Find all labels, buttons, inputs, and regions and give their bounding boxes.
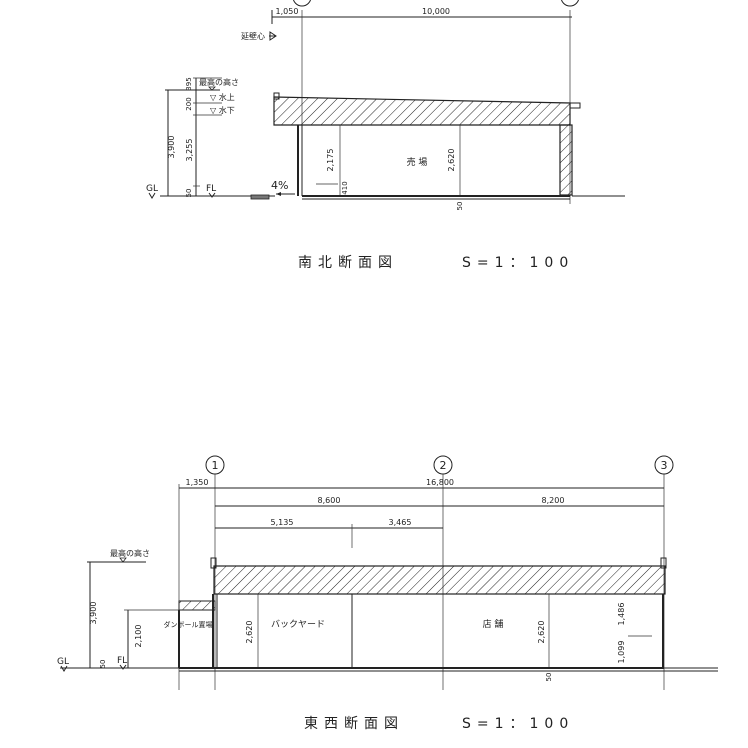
right-wall — [559, 124, 573, 196]
canopy-dumpster — [178, 600, 216, 611]
dim-395: 395 — [185, 77, 193, 90]
grid-bubble-left — [292, 0, 312, 7]
boundary-label: 延壁心 — [241, 31, 265, 41]
dim-1350: 1,350 — [186, 478, 209, 487]
gl-marker-icon-ew — [60, 665, 68, 672]
room-store: 店 舗 — [483, 618, 504, 630]
grid-bubble-right — [560, 0, 580, 7]
gl-marker-icon — [148, 192, 156, 199]
north-south-section: 1,050 10,000 延壁心 4% 410 — [146, 0, 625, 271]
dim-1099: 1,099 — [617, 641, 626, 664]
dim-8200: 8,200 — [542, 496, 565, 505]
parapet-left — [273, 92, 280, 100]
roof-slab-ew — [213, 565, 666, 595]
fl-marker-icon-ew — [119, 664, 127, 670]
max-height-marker-icon — [208, 86, 216, 91]
gl-label-ew: GL — [57, 657, 69, 667]
dim-8600: 8,600 — [318, 496, 341, 505]
parapet-right-ew — [660, 557, 667, 569]
dim-410: 410 — [341, 181, 349, 194]
dim-1050: 1,050 — [276, 7, 299, 16]
dim-bottom-50: 50 — [456, 202, 464, 211]
entrance-step — [250, 194, 270, 200]
room-dumpster: ダンボール置場 — [164, 620, 213, 629]
dim-5135: 5,135 — [271, 518, 294, 527]
max-height-label: 最高の高さ — [199, 77, 239, 87]
dim-16800: 16,800 — [426, 478, 454, 487]
dim-200: 200 — [185, 97, 193, 110]
scale-label-north-south: S=1：100 — [462, 255, 574, 271]
grid-label-3: 3 — [661, 459, 668, 472]
dim-2620: 2,620 — [447, 149, 456, 172]
east-west-section: 1 2 3 1,350 16,800 8,600 8,200 5,135 3,4… — [57, 455, 718, 732]
dim-bottom-50-ew: 50 — [545, 673, 553, 682]
parapet-left-ew — [210, 557, 217, 569]
roof-slab — [273, 96, 571, 126]
slope-label: 4% — [271, 179, 288, 192]
water-bottom-label: ▽ 水下 — [210, 105, 235, 115]
boundary-arrow-icon — [269, 31, 277, 41]
dim-2175: 2,175 — [326, 149, 335, 172]
room-backyard: バックヤード — [271, 619, 325, 630]
max-height-label-ew: 最高の高さ — [110, 548, 150, 558]
dim-2620-right: 2,620 — [537, 621, 546, 644]
max-height-marker-icon-ew — [119, 557, 127, 563]
fl-label-ew: FL — [117, 656, 127, 666]
grid-label-1: 1 — [212, 459, 219, 472]
dim-50: 50 — [185, 189, 193, 198]
slope-arrow-icon — [276, 192, 281, 196]
dim-10000: 10,000 — [422, 7, 450, 16]
dim-1486: 1,486 — [617, 603, 626, 626]
room-sales-floor: 売 場 — [407, 156, 428, 168]
section-title-north-south: 南北断面図 — [298, 255, 398, 271]
gl-label: GL — [146, 184, 158, 194]
dim-3465: 3,465 — [389, 518, 412, 527]
gutter-right — [569, 102, 581, 109]
dim-2100: 2,100 — [134, 625, 143, 648]
dim-50-ew: 50 — [99, 660, 107, 669]
water-top-label: ▽ 水上 — [210, 92, 235, 102]
dim-3900-ew: 3,900 — [89, 602, 98, 625]
dim-3255: 3,255 — [185, 139, 194, 162]
grid-label-2: 2 — [440, 459, 447, 472]
dim-3900: 3,900 — [167, 136, 176, 159]
dim-2620-left: 2,620 — [245, 621, 254, 644]
scale-label-east-west: S=1：100 — [462, 716, 574, 732]
section-title-east-west: 東西断面図 — [304, 716, 404, 732]
fl-label: FL — [206, 184, 216, 194]
fl-marker-icon — [208, 192, 216, 198]
